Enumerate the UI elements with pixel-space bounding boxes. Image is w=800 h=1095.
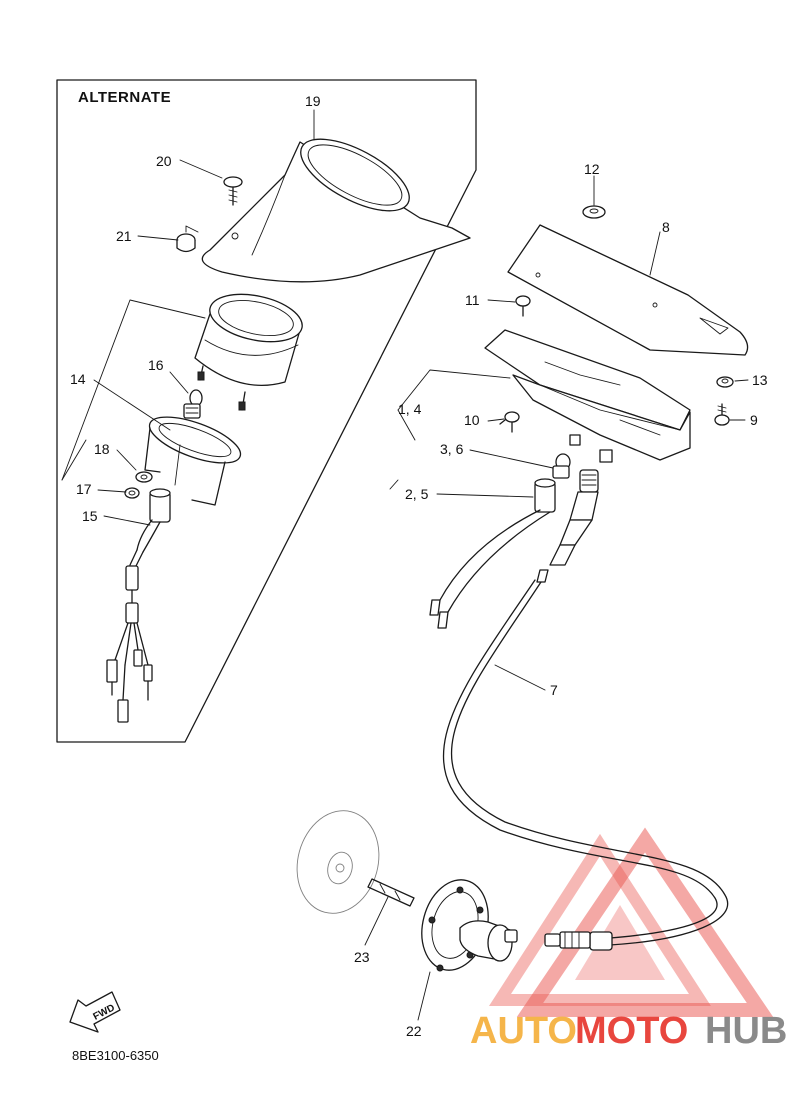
part-18-nut xyxy=(135,471,153,483)
alternate-meter-housing xyxy=(194,293,303,411)
callout: 23 xyxy=(354,949,370,965)
callout: 2, 5 xyxy=(405,486,429,502)
part-19-cowl xyxy=(201,138,471,283)
part-17-nut xyxy=(124,487,140,499)
callout: 10 xyxy=(464,412,480,428)
callout: 7 xyxy=(550,682,558,698)
alternate-box-outline xyxy=(56,79,477,743)
part-3-6-bulb xyxy=(552,453,571,479)
part-8-meter-cover xyxy=(507,224,749,356)
callout: 15 xyxy=(82,508,98,524)
part-15-socket-harness xyxy=(106,488,171,723)
callout: 19 xyxy=(305,93,321,109)
part-9-screw xyxy=(714,403,730,426)
callout: 17 xyxy=(76,481,92,497)
watermark-logo-icon xyxy=(488,827,774,1017)
part-23-shaft xyxy=(367,878,415,907)
callout: 22 xyxy=(406,1023,422,1039)
part-7-cable-top-end xyxy=(536,469,599,583)
callout: 8 xyxy=(662,219,670,235)
part-22-gear-unit xyxy=(421,879,518,972)
watermark-text: AUTO MOTO HUB xyxy=(470,1010,787,1052)
callout: 16 xyxy=(148,357,164,373)
callout: 1, 4 xyxy=(398,401,422,417)
callout: 11 xyxy=(465,292,480,308)
part-12-grommet xyxy=(582,205,606,219)
callout: 21 xyxy=(116,228,132,244)
callout: 9 xyxy=(750,412,758,428)
part-7-cable xyxy=(442,579,729,946)
alternate-title: ALTERNATE xyxy=(78,89,171,106)
brake-disc-outline xyxy=(296,810,380,914)
callout: 3, 6 xyxy=(440,441,464,457)
callout: 13 xyxy=(752,372,768,388)
part-20-screw xyxy=(223,176,243,206)
part-7-cable-bottom-end xyxy=(544,931,613,951)
fwd-arrow-icon: FWD xyxy=(69,991,121,1033)
part-14-bracket xyxy=(144,416,242,506)
watermark-part3: HUB xyxy=(705,1010,787,1052)
watermark-part2: MOTO xyxy=(575,1010,688,1052)
part-13-nut xyxy=(716,376,734,388)
part-21-grommet xyxy=(176,225,199,253)
part-code: 8BE3100-6350 xyxy=(72,1048,159,1063)
callout-labels: 19 20 21 16 14 18 17 15 12 8 11 13 1, 4 … xyxy=(70,93,768,1039)
callout: 14 xyxy=(70,371,86,387)
part-10-screw xyxy=(499,411,520,433)
callout: 20 xyxy=(156,153,172,169)
callout: 18 xyxy=(94,441,110,457)
part-11-screw xyxy=(515,295,531,317)
leader-lines xyxy=(61,109,749,1021)
part-2-5-socket xyxy=(429,478,556,629)
callout: 12 xyxy=(584,161,600,177)
watermark-part1: AUTO xyxy=(470,1010,577,1052)
part-16-bulb xyxy=(183,389,203,419)
part-1-4-meter-assembly xyxy=(484,329,691,463)
